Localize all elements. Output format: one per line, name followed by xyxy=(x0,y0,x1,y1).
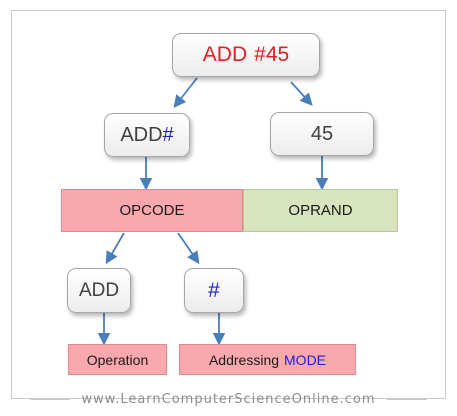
footer-divider-left xyxy=(30,399,71,400)
instruction-operand-value: 45 xyxy=(265,43,290,66)
mode-label-text: MODE xyxy=(284,351,327,368)
operation-node-mnemonic: ADD xyxy=(78,279,120,301)
addressing-label-text: Addressing xyxy=(208,351,280,368)
footer-divider-right xyxy=(386,399,427,400)
operand-node: 45 xyxy=(270,112,374,156)
operation-node: ADD xyxy=(67,268,131,313)
operation-label-text: Operation xyxy=(86,351,149,368)
mode-node-hash-symbol: # xyxy=(208,278,220,302)
opcode-node: ADD # xyxy=(104,113,190,157)
footer-url: www.LearnComputerScienceOnline.com xyxy=(81,392,376,407)
addressing-mode-label: Addressing MODE xyxy=(179,344,356,375)
arrow-root-to-opcode xyxy=(173,77,198,108)
arrow-root-to-operand xyxy=(290,81,313,106)
operation-label: Operation xyxy=(68,344,167,375)
instruction-hash-symbol: # xyxy=(254,43,266,66)
instruction-mnemonic: ADD xyxy=(202,43,248,66)
operand-field-label: OPRAND xyxy=(288,202,353,219)
instruction-box: ADD # 45 xyxy=(172,33,320,77)
arrow-opcode-to-add xyxy=(105,232,125,265)
arrow-opcode-to-hash xyxy=(177,232,200,265)
operand-node-value: 45 xyxy=(310,122,334,145)
footer-watermark: www.LearnComputerScienceOnline.com xyxy=(0,392,457,407)
operand-field: OPRAND xyxy=(243,189,398,232)
opcode-field: OPCODE xyxy=(61,189,243,232)
opcode-node-hash-symbol: # xyxy=(162,123,174,146)
opcode-field-label: OPCODE xyxy=(119,202,185,219)
opcode-node-mnemonic: ADD xyxy=(120,123,163,146)
mode-node: # xyxy=(184,268,244,313)
